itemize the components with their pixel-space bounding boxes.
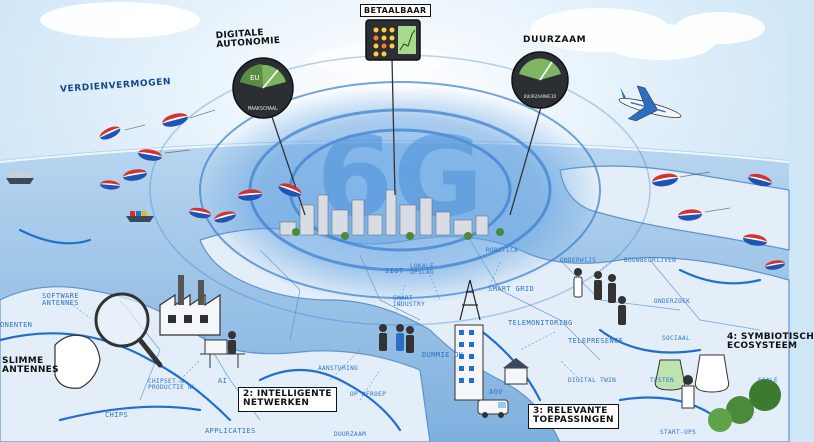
tall-building — [454, 324, 484, 401]
scientist — [681, 375, 695, 409]
label-bouwbedrijven: BOUWBEDRIJVEN — [624, 257, 677, 264]
van — [477, 399, 509, 418]
label-chips: CHIPS — [105, 411, 129, 419]
city-cluster — [279, 189, 489, 236]
label-duurzaam-bottom: DUURZAAM — [334, 431, 367, 438]
people — [228, 268, 626, 354]
gauge-right-label: DUURZAAMHEID — [524, 94, 557, 100]
gauge-digitale-autonomie — [232, 57, 294, 119]
house — [503, 358, 529, 385]
label-relevante-toepassingen: 3: RELEVANTE TOEPASSINGEN — [528, 404, 619, 429]
label-ai: AI — [218, 377, 228, 385]
gauge-duurzaam — [511, 51, 569, 109]
ship-cargo — [126, 211, 154, 222]
label-chipset: CHIPSET & PRODUCTIE NL — [148, 378, 197, 391]
label-duurzaam-top: DUURZAAM — [523, 35, 587, 45]
label-dummie-ok: DUMMIE OK — [422, 351, 464, 359]
desk — [200, 339, 245, 368]
factory — [159, 275, 221, 336]
hand-magnifier — [54, 292, 163, 389]
label-iiot: IIOT — [385, 267, 404, 275]
gauge-poles — [267, 57, 544, 216]
label-intelligente-netwerken: 2: INTELLIGENTE NETWERKEN — [238, 387, 337, 412]
label-agv: AGV — [489, 388, 503, 396]
label-smart-grid: SMART GRID — [488, 285, 535, 293]
label-digital-twin: DIGITAL TWIN — [568, 377, 617, 384]
label-telepresence: TELEPRESENCE — [568, 337, 624, 345]
label-onderzoek: ONDERZOEK — [654, 298, 691, 305]
label-betaalbaar: BETAALBAAR — [360, 4, 431, 17]
label-onenten: ONENTEN — [0, 321, 33, 329]
tower — [459, 279, 481, 321]
label-aansturing: AANSTURING — [318, 365, 359, 372]
label-scale: SCALE — [758, 377, 779, 384]
gauge-eu-label: EU — [250, 74, 260, 82]
ship-left — [6, 172, 34, 184]
label-robotica: ROBOTICA — [486, 247, 519, 254]
label-symbiotisch-ecosysteem: 4: SYMBIOTISCH ECOSYSTEEM — [727, 332, 814, 352]
label-lokale-opslag: LOKALE OPSLAG — [410, 263, 435, 276]
label-startups: START-UPS — [660, 429, 697, 436]
gauge-betaalbaar — [365, 19, 421, 61]
coins — [99, 113, 785, 270]
lab-items — [654, 354, 781, 432]
scene-svg: 6G EU MAAKSCHAAL — [0, 0, 790, 442]
network-lines — [0, 228, 762, 432]
label-op-afroep: OP AFROEP — [350, 391, 387, 398]
label-sociaal: SOCIAAL — [662, 335, 691, 342]
airplane — [618, 85, 682, 122]
gauge-mid-label: MAAKSCHAAL — [248, 106, 278, 112]
label-telemonitoring: TELEMONITORING — [508, 319, 573, 327]
trees — [292, 228, 504, 240]
label-applicaties: APPLICATIES — [205, 427, 256, 435]
label-software-antennes: SOFTWARE ANTENNES — [42, 292, 79, 307]
label-onderwijs: ONDERWIJS — [560, 257, 597, 264]
label-testen: TESTEN — [650, 377, 675, 384]
label-smart-industry: SMART INDUSTRY — [393, 295, 426, 308]
label-slimme-antennes: SLIMME ANTENNES — [2, 356, 59, 376]
